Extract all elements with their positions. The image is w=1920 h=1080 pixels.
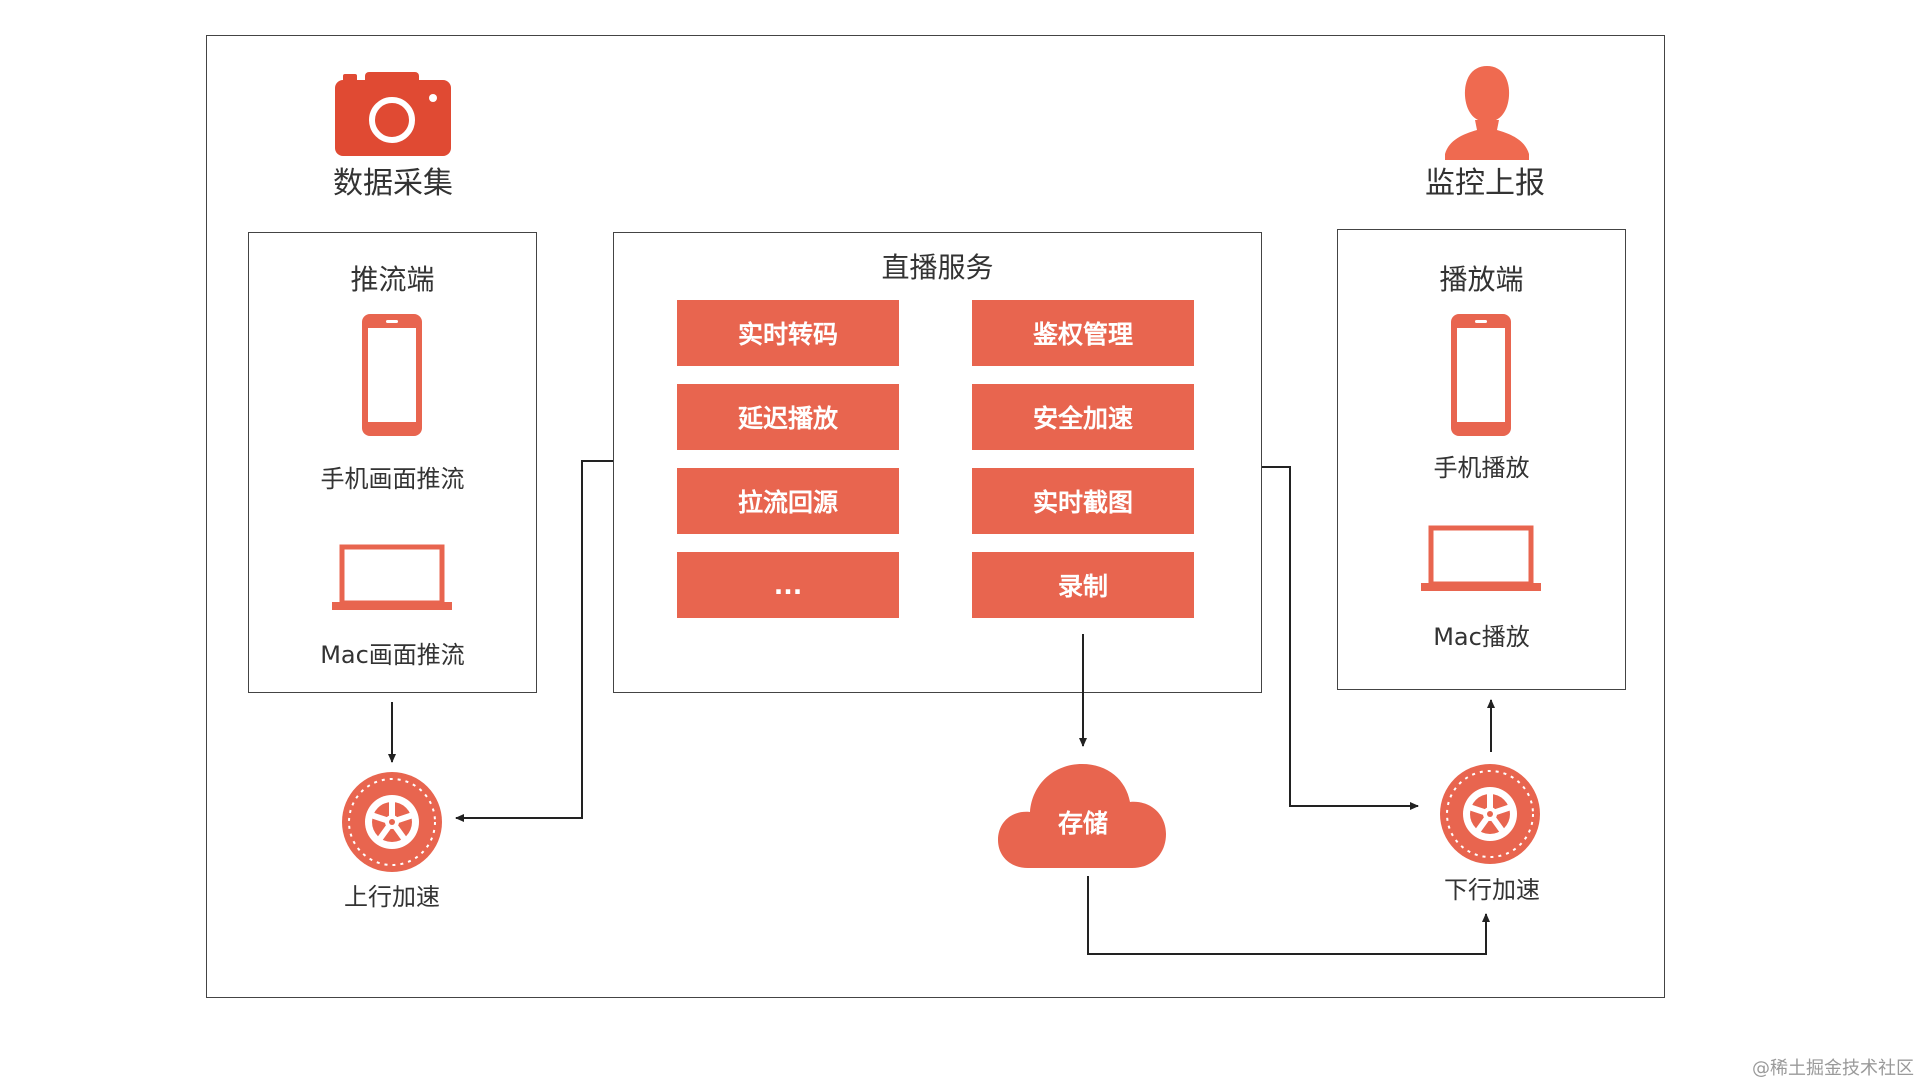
service-delayed-playback: 延迟播放 [677,384,899,450]
phone-icon [362,314,422,436]
collect-label: 数据采集 [333,166,453,201]
wheel-icon [342,772,442,872]
service-recording: 录制 [972,552,1194,618]
service-realtime-snapshot: 实时截图 [972,468,1194,534]
watermark: @稀土掘金技术社区 [1752,1058,1914,1079]
person-icon [1445,66,1529,160]
uplink-label: 上行加速 [344,883,440,911]
monitor-label: 监控上报 [1425,166,1545,201]
wheel-icon [1440,764,1540,864]
play-mac-label: Mac播放 [1433,623,1530,651]
phone-icon [1451,314,1511,436]
push-mac-label: Mac画面推流 [320,641,465,669]
service-realtime-transcode: 实时转码 [677,300,899,366]
play-phone-label: 手机播放 [1433,454,1530,482]
live-service-title: 直播服务 [881,251,994,284]
service-more: ... [677,552,899,618]
push-phone-label: 手机画面推流 [320,465,465,493]
laptop-icon [1421,525,1541,591]
camera-icon [335,72,451,156]
cloud-icon [998,764,1166,868]
storage-label: 存储 [1057,809,1108,838]
service-to-downlink-arrow [1262,466,1419,810]
push-end-box [248,232,537,693]
service-pull-origin: 拉流回源 [677,468,899,534]
play-end-title: 播放端 [1439,263,1524,296]
storage-to-downlink-arrow [1087,876,1490,955]
service-auth-management: 鉴权管理 [972,300,1194,366]
downlink-label: 下行加速 [1444,876,1540,904]
service-to-uplink-arrow [455,460,613,822]
laptop-icon [332,544,452,610]
service-secure-acceleration: 安全加速 [972,384,1194,450]
play-end-box [1337,229,1626,690]
push-end-title: 推流端 [350,263,435,296]
